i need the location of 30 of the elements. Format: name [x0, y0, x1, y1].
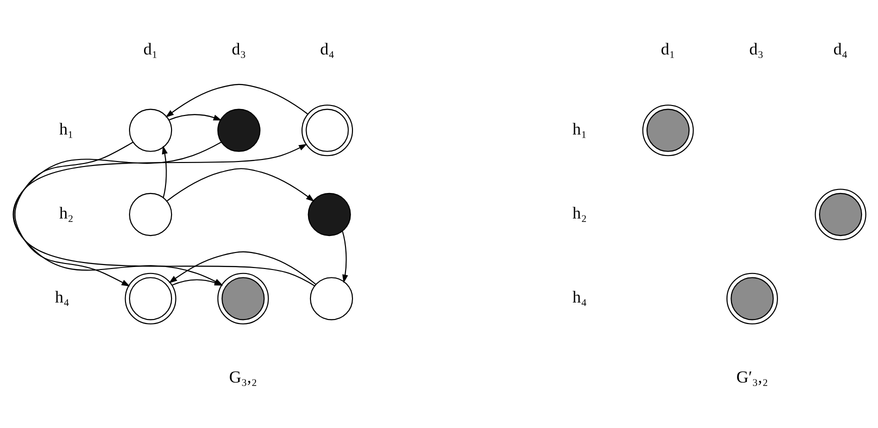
label: d₄ [320, 38, 334, 58]
node-circle [726, 272, 778, 324]
label: h₄ [572, 287, 586, 306]
label: d₁ [660, 38, 675, 58]
arrow [342, 230, 348, 283]
label: h₄ [54, 287, 69, 306]
label: h₁ [58, 118, 74, 138]
node-circle [216, 108, 260, 152]
node-circle [216, 272, 268, 324]
label: d₄ [832, 38, 848, 58]
node-circle [300, 104, 353, 156]
label: h₂ [58, 202, 74, 222]
label: h₁ [572, 118, 586, 138]
node-circle [128, 108, 172, 152]
arrow [168, 114, 222, 120]
node-circle [642, 104, 694, 156]
arrow [14, 141, 133, 286]
label: G′₃,₂ [736, 367, 768, 386]
arrow [166, 168, 314, 202]
node-circle [128, 192, 172, 236]
node-circle [307, 192, 350, 236]
label: G₃,₂ [228, 367, 257, 386]
label: d₃ [748, 38, 764, 58]
node-circle [814, 188, 866, 240]
label: d₁ [142, 38, 158, 58]
arrow [164, 83, 308, 118]
label: d₃ [231, 38, 246, 58]
node-circle [309, 276, 353, 320]
label: h₂ [572, 202, 586, 222]
arrow [161, 145, 168, 198]
